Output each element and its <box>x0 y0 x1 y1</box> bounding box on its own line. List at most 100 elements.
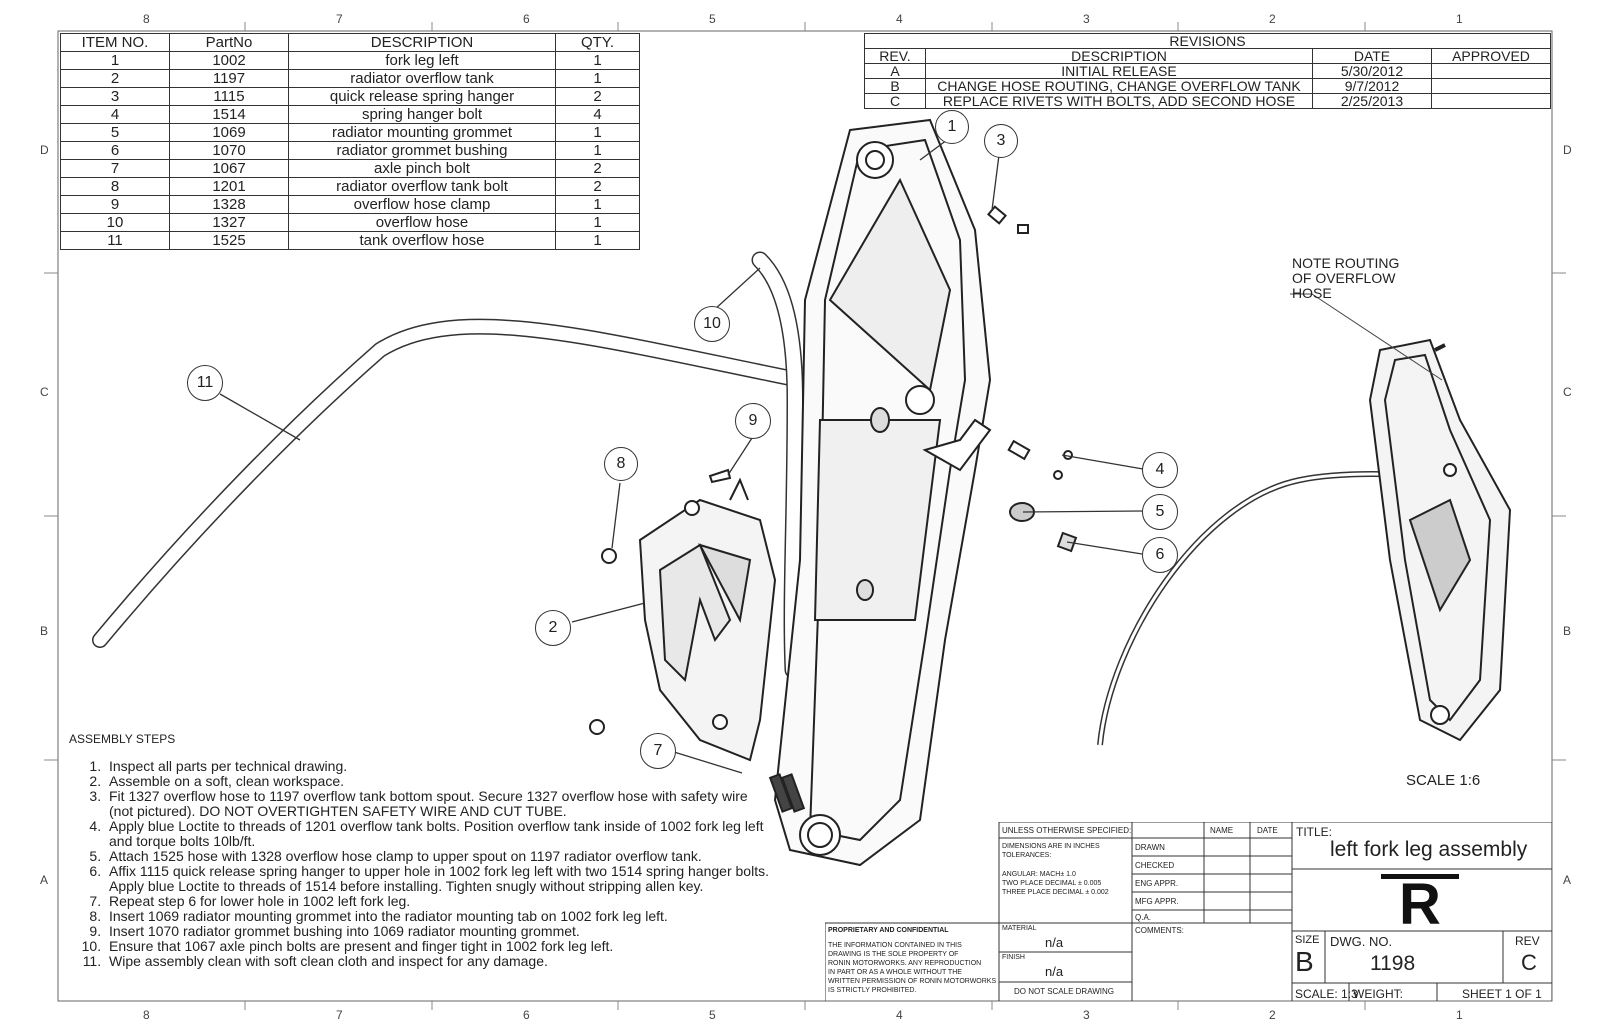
balloon-5: 5 <box>1142 494 1178 530</box>
radiator-overflow-tank-part <box>638 477 777 762</box>
tb-unless-specified: UNLESS OTHERWISE SPECIFIED: <box>1002 826 1132 835</box>
bom-cell: 1 <box>555 123 640 142</box>
title-block: UNLESS OTHERWISE SPECIFIED: NAME DATE DI… <box>825 822 1552 1001</box>
rev-header-approved: APPROVED <box>1431 48 1551 64</box>
tb-tol-line: ANGULAR: MACH± 1.0 <box>1002 871 1076 878</box>
balloon-6: 6 <box>1142 537 1178 573</box>
assembly-step: Inspect all parts per technical drawing. <box>105 759 769 774</box>
rev-cell <box>1431 63 1551 79</box>
bom-cell: tank overflow hose <box>288 231 556 250</box>
balloon-3: 3 <box>984 124 1018 158</box>
bom-header-row: ITEM NO. PartNo DESCRIPTION QTY. <box>60 33 640 52</box>
bom-cell: 1201 <box>169 177 289 196</box>
rev-cell: INITIAL RELEASE <box>925 63 1313 79</box>
zone-bottom-3: 3 <box>1083 1008 1090 1022</box>
tb-title: left fork leg assembly <box>1330 838 1528 861</box>
assembly-step: Ensure that 1067 axle pinch bolts are pr… <box>105 939 769 954</box>
tb-finish-value: n/a <box>1045 964 1064 979</box>
bom-cell: 11 <box>60 231 170 250</box>
balloon-9: 9 <box>735 403 771 439</box>
zone-top-4: 4 <box>896 12 903 26</box>
rev-header-description: DESCRIPTION <box>925 48 1313 64</box>
rev-cell: 5/30/2012 <box>1312 63 1432 79</box>
tb-prop-line: DRAWING IS THE SOLE PROPERTY OF <box>828 951 959 958</box>
assembly-step: Affix 1115 quick release spring hanger t… <box>105 864 769 894</box>
tb-name-header: NAME <box>1210 826 1234 835</box>
assembly-steps-heading: ASSEMBLY STEPS <box>69 732 176 746</box>
bom-cell: radiator grommet bushing <box>288 141 556 160</box>
zone-bottom-8: 8 <box>143 1008 150 1022</box>
zone-top-2: 2 <box>1269 12 1276 26</box>
tb-rev-label: REV <box>1515 934 1540 948</box>
tb-comments: COMMENTS: <box>1135 926 1184 935</box>
rev-cell: B <box>864 78 926 94</box>
note-leader <box>1311 293 1443 381</box>
tb-dims-line: DIMENSIONS ARE IN INCHES <box>1002 843 1100 850</box>
tb-date-header: DATE <box>1257 826 1278 835</box>
bom-cell: 6 <box>60 141 170 160</box>
balloon-8: 8 <box>604 447 638 481</box>
zone-top-5: 5 <box>709 12 716 26</box>
balloon-1: 1 <box>935 110 969 144</box>
bom-cell: 1 <box>555 51 640 70</box>
assembly-step: Insert 1070 radiator grommet bushing int… <box>105 924 769 939</box>
bom-cell: 1069 <box>169 123 289 142</box>
tb-scale: SCALE: 1:3 <box>1295 987 1358 1001</box>
tb-dimensions: DIMENSIONS ARE IN INCHES TOLERANCES: ANG… <box>1002 842 1109 897</box>
bom-cell: 1115 <box>169 87 289 106</box>
bom-cell: overflow hose <box>288 213 556 232</box>
bom-cell: 1 <box>555 213 640 232</box>
rev-cell: 2/25/2013 <box>1312 93 1432 109</box>
ronin-logo: R <box>1381 874 1459 934</box>
tb-prop-line: IN PART OR AS A WHOLE WITHOUT THE <box>828 969 962 976</box>
bom-cell: fork leg left <box>288 51 556 70</box>
bom-cell: 1067 <box>169 159 289 178</box>
fork-leg-left-part <box>773 118 992 867</box>
tb-size-label: SIZE <box>1295 934 1320 946</box>
bom-cell: axle pinch bolt <box>288 159 556 178</box>
bom-cell: quick release spring hanger <box>288 87 556 106</box>
tb-weight: WEIGHT: <box>1353 987 1403 1001</box>
revisions-title: REVISIONS <box>864 33 1551 49</box>
zone-bottom-1: 1 <box>1456 1008 1463 1022</box>
bom-cell: radiator overflow tank <box>288 69 556 88</box>
rev-header-rev: REV. <box>864 48 926 64</box>
bom-cell: 3 <box>60 87 170 106</box>
revisions-table: REVISIONS REV. DESCRIPTION DATE APPROVED… <box>864 33 1551 109</box>
zone-top-7: 7 <box>336 12 343 26</box>
bom-cell: 5 <box>60 123 170 142</box>
assembly-step: Assemble on a soft, clean workspace. <box>105 774 769 789</box>
assembly-step: Insert 1069 radiator mounting grommet in… <box>105 909 769 924</box>
tb-tol-line: TWO PLACE DECIMAL ± 0.005 <box>1002 880 1102 887</box>
bom-cell: 9 <box>60 195 170 214</box>
bom-cell: radiator mounting grommet <box>288 123 556 142</box>
bom-cell: radiator overflow tank bolt <box>288 177 556 196</box>
balloon-leaders <box>219 136 1144 774</box>
rev-cell: REPLACE RIVETS WITH BOLTS, ADD SECOND HO… <box>925 93 1313 109</box>
tb-sheet: SHEET 1 OF 1 <box>1462 987 1542 1001</box>
bom-header-partno: PartNo <box>169 33 289 52</box>
bom-cell: 7 <box>60 159 170 178</box>
rev-cell <box>1431 78 1551 94</box>
zone-top-1: 1 <box>1456 12 1463 26</box>
assembly-step: Attach 1525 hose with 1328 overflow hose… <box>105 849 769 864</box>
rev-cell: C <box>864 93 926 109</box>
zone-right-B: B <box>1563 624 1572 638</box>
zone-top-3: 3 <box>1083 12 1090 26</box>
assembly-step: Wipe assembly clean with soft clean clot… <box>105 954 769 969</box>
bom-cell: 2 <box>555 159 640 178</box>
tb-role-mfg: MFG APPR. <box>1135 897 1179 906</box>
bom-cell: 10 <box>60 213 170 232</box>
revisions-header-row: REV. DESCRIPTION DATE APPROVED <box>864 48 1551 64</box>
assembly-steps-list: Inspect all parts per technical drawing.… <box>69 759 769 969</box>
bom-cell: 1070 <box>169 141 289 160</box>
bom-cell: 1514 <box>169 105 289 124</box>
zone-right-A: A <box>1563 873 1572 887</box>
assembly-step: Fit 1327 overflow hose to 1197 overflow … <box>105 789 769 819</box>
